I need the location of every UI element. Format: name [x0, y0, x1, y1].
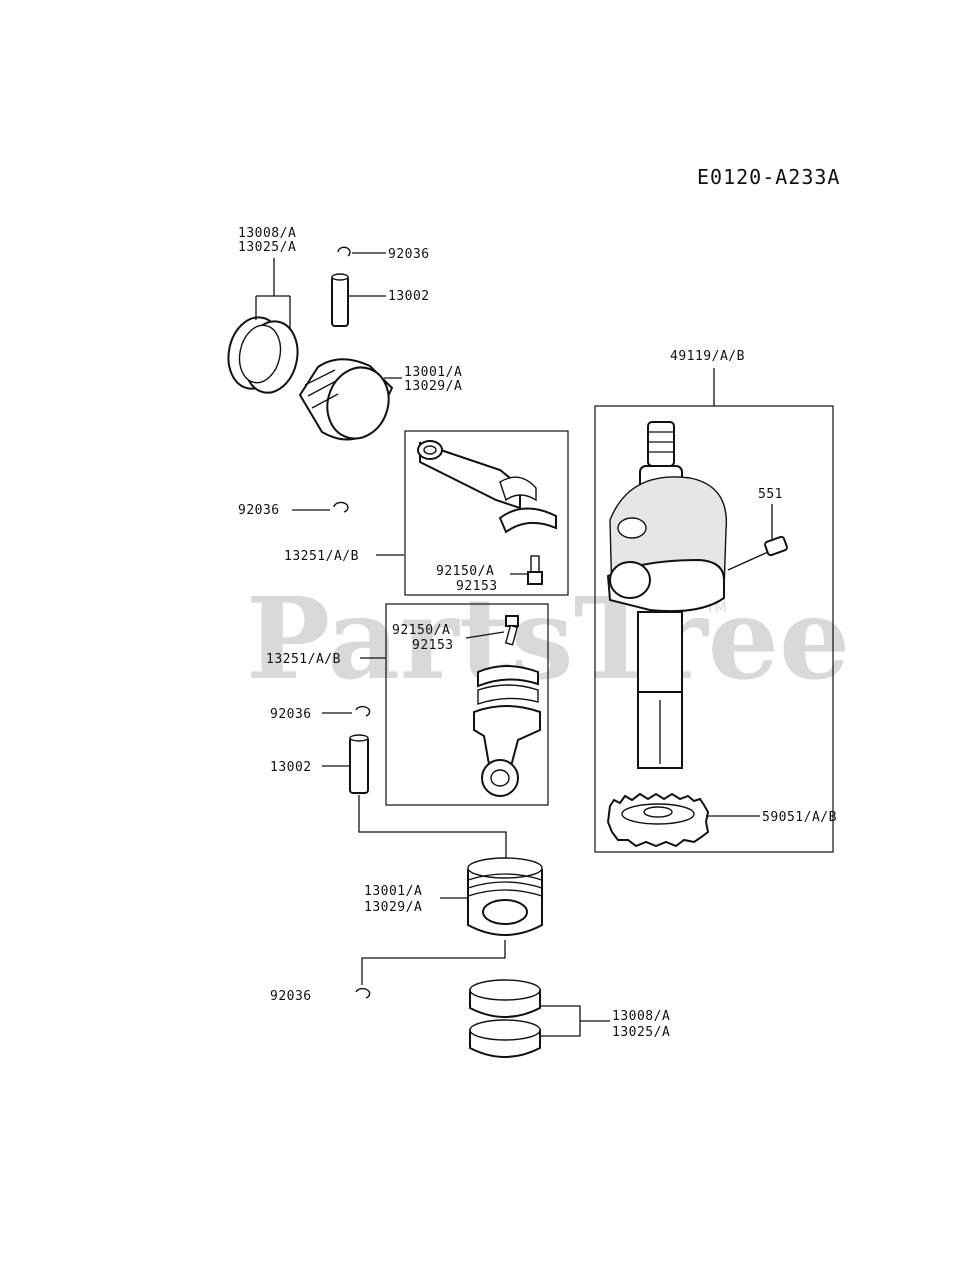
label-top-piston-b[interactable]: 13029/A [404, 379, 462, 394]
rod-bolt-lower[interactable] [504, 615, 519, 646]
circlip-middle[interactable] [333, 501, 349, 513]
connecting-rod-lower[interactable] [473, 665, 541, 797]
circlip-lower[interactable] [355, 705, 371, 717]
label-gear[interactable]: 59051/A/B [762, 810, 837, 825]
label-rod-upper[interactable]: 13251/A/B [284, 549, 359, 564]
connecting-rod-box-lower [385, 603, 549, 806]
label-crankshaft[interactable]: 49119/A/B [670, 349, 745, 364]
label-bolt-upper-b[interactable]: 92153 [456, 579, 498, 594]
circlip-top[interactable] [337, 246, 351, 257]
piston-lower[interactable] [467, 857, 543, 936]
label-lower-piston-b[interactable]: 13029/A [364, 900, 422, 915]
piston-rings-top[interactable] [222, 312, 304, 397]
label-bottom-rings-b[interactable]: 13025/A [612, 1025, 670, 1040]
label-top-rings-a[interactable]: 13008/A [238, 226, 296, 241]
label-bolt-lower-a[interactable]: 92150/A [392, 623, 450, 638]
label-top-piston-a[interactable]: 13001/A [404, 365, 462, 380]
circlip-bottom[interactable] [355, 987, 371, 999]
label-middle-clip[interactable]: 92036 [238, 503, 280, 518]
connecting-rod-box-upper [404, 430, 569, 596]
label-lower-piston-a[interactable]: 13001/A [364, 884, 422, 899]
crankshaft[interactable] [606, 421, 728, 769]
piston-rings-bottom[interactable] [469, 979, 541, 1058]
piston-top[interactable] [298, 358, 398, 446]
crankshaft-gear[interactable] [606, 792, 710, 848]
label-lower-pin[interactable]: 13002 [270, 760, 312, 775]
crank-pin-551[interactable] [764, 535, 788, 557]
label-top-rings-b[interactable]: 13025/A [238, 240, 296, 255]
piston-pin-lower[interactable] [349, 734, 369, 794]
crankshaft-box [594, 405, 834, 853]
piston-pin-top[interactable] [331, 273, 349, 327]
label-bottom-rings-a[interactable]: 13008/A [612, 1009, 670, 1024]
label-bolt-lower-b[interactable]: 92153 [412, 638, 454, 653]
rod-bolt-upper[interactable] [527, 555, 543, 585]
diagram-code: E0120-A233A [697, 165, 840, 189]
label-top-pin[interactable]: 13002 [388, 289, 430, 304]
label-bottom-clip[interactable]: 92036 [270, 989, 312, 1004]
label-top-clip[interactable]: 92036 [388, 247, 430, 262]
label-rod-lower[interactable]: 13251/A/B [266, 652, 341, 667]
label-crank-pin[interactable]: 551 [758, 487, 783, 502]
label-lower-clip[interactable]: 92036 [270, 707, 312, 722]
label-bolt-upper-a[interactable]: 92150/A [436, 564, 494, 579]
connecting-rod-upper[interactable] [417, 440, 557, 534]
